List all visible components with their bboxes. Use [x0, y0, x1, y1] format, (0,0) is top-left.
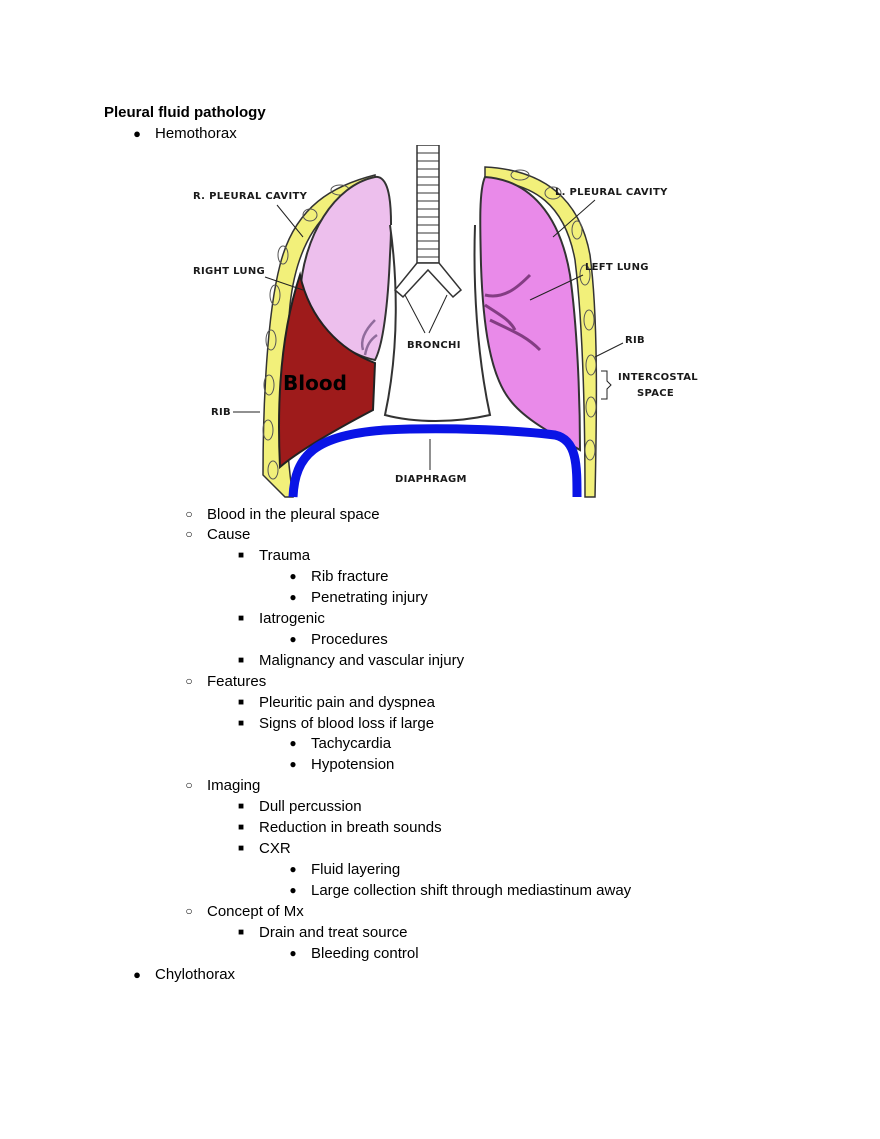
list-item-text: Concept of Mx [207, 903, 304, 920]
bullet: ■ [237, 843, 245, 854]
trachea [393, 145, 463, 299]
list-item: ■ Malignancy and vascular injury [238, 650, 465, 671]
bullet: ○ [185, 674, 193, 688]
bullet: ● [133, 126, 141, 141]
label-rib-right: RIB [625, 335, 645, 346]
bullet: ● [289, 632, 297, 646]
list-item: ■ Drain and treat source [238, 922, 408, 943]
list-item-text: Iatrogenic [259, 610, 325, 627]
bullet: ● [289, 757, 297, 771]
lung-diagram-svg: R. PLEURAL CAVITY RIGHT LUNG RIB Blood B… [193, 145, 698, 498]
ribs-right [510, 169, 597, 461]
list-item-text: Bleeding control [311, 945, 419, 962]
bullet: ■ [237, 550, 245, 561]
bullet: ● [289, 569, 297, 583]
label-l-pleural: L. PLEURAL CAVITY [555, 187, 668, 198]
list-item: ● Rib fracture [289, 566, 389, 587]
bullet: ● [289, 946, 297, 960]
right-pleura [262, 174, 376, 498]
list-item: ■ Signs of blood loss if large [238, 713, 435, 734]
label-left-lung: LEFT LUNG [585, 262, 649, 273]
bullet: ■ [237, 801, 245, 812]
bullet: ■ [237, 718, 245, 729]
bullet: ■ [237, 927, 245, 938]
label-diaphragm: DIAPHRAGM [395, 474, 467, 485]
blood-collection [278, 271, 377, 470]
list-item: ● Procedures [289, 629, 388, 650]
list-item-text: Blood in the pleural space [207, 506, 380, 523]
list-item-text: Imaging [207, 777, 261, 794]
list-item: ○ Blood in the pleural space [185, 504, 380, 525]
label-r-pleural: R. PLEURAL CAVITY [193, 191, 308, 202]
list-item-text: Reduction in breath sounds [259, 819, 442, 836]
lung-vessels [484, 273, 542, 352]
list-item-text: Signs of blood loss if large [259, 715, 435, 732]
label-right-lung: RIGHT LUNG [193, 266, 265, 277]
bullet: ○ [185, 527, 193, 541]
list-item: ■ Iatrogenic [238, 608, 325, 629]
list-item-text: Pleuritic pain and dyspnea [259, 694, 435, 711]
bullet: ■ [237, 655, 245, 666]
list-item-text: Drain and treat source [259, 924, 408, 941]
list-item: ■ Dull percussion [238, 796, 362, 817]
list-item: ○ Imaging [185, 775, 261, 796]
list-item: ● Tachycardia [289, 733, 392, 754]
bullet: ● [289, 862, 297, 876]
list-item-text: Trauma [259, 547, 311, 564]
list-item: ■ Reduction in breath sounds [238, 817, 442, 838]
list-item: ■ Trauma [238, 545, 311, 566]
label-intercostal-2: SPACE [637, 388, 674, 399]
bullet: ○ [185, 904, 193, 918]
list-item-text: Penetrating injury [311, 589, 428, 606]
list-item-text: Hypotension [311, 756, 395, 773]
list-item: ● Chylothorax [133, 964, 236, 985]
list-item-text: Rib fracture [311, 568, 389, 585]
label-blood: Blood [283, 371, 347, 395]
page-title: Pleural fluid pathology [104, 104, 266, 121]
bullet: ● [133, 967, 141, 982]
list-item: ■ Pleuritic pain and dyspnea [238, 692, 435, 713]
list-item: ● Bleeding control [289, 943, 419, 964]
list-item-text: Fluid layering [311, 861, 401, 878]
bronchi-pointers [404, 294, 448, 334]
bullet: ● [289, 590, 297, 604]
right-lung-vessels [360, 319, 378, 356]
bullet: ■ [237, 613, 245, 624]
label-intercostal-1: INTERCOSTAL [618, 372, 698, 383]
list-item-text: Cause [207, 526, 251, 543]
list-item-text: Malignancy and vascular injury [259, 652, 465, 669]
hemothorax-diagram: R. PLEURAL CAVITY RIGHT LUNG RIB Blood B… [185, 145, 700, 500]
list-item: ○ Features [185, 671, 267, 692]
bullet: ● [289, 883, 297, 897]
list-item: ● Hemothorax [133, 123, 237, 144]
list-item-text: Hemothorax [155, 125, 237, 142]
list-item-text: Features [207, 673, 267, 690]
bullet: ■ [237, 697, 245, 708]
list-item-text: Dull percussion [259, 798, 362, 815]
bullet: ○ [185, 507, 193, 521]
label-bronchi: BRONCHI [407, 340, 461, 351]
bullet: ■ [237, 822, 245, 833]
label-rib-left: RIB [211, 407, 231, 418]
diaphragm [288, 424, 582, 498]
list-item-text: Large collection shift through mediastin… [311, 882, 632, 899]
list-item: ● Fluid layering [289, 859, 401, 880]
list-item-text: Procedures [311, 631, 388, 648]
bullet: ○ [185, 778, 193, 792]
list-item: ● Penetrating injury [289, 587, 428, 608]
list-item-text: Tachycardia [311, 735, 392, 752]
bullet: ● [289, 736, 297, 750]
list-item: ● Large collection shift through mediast… [289, 880, 632, 901]
list-item-text: CXR [259, 840, 291, 857]
list-item: ■ CXR [238, 838, 291, 859]
list-item-text: Chylothorax [155, 966, 236, 983]
list-item: ○ Concept of Mx [185, 901, 304, 922]
list-item: ● Hypotension [289, 754, 395, 775]
list-item: ○ Cause [185, 524, 251, 545]
